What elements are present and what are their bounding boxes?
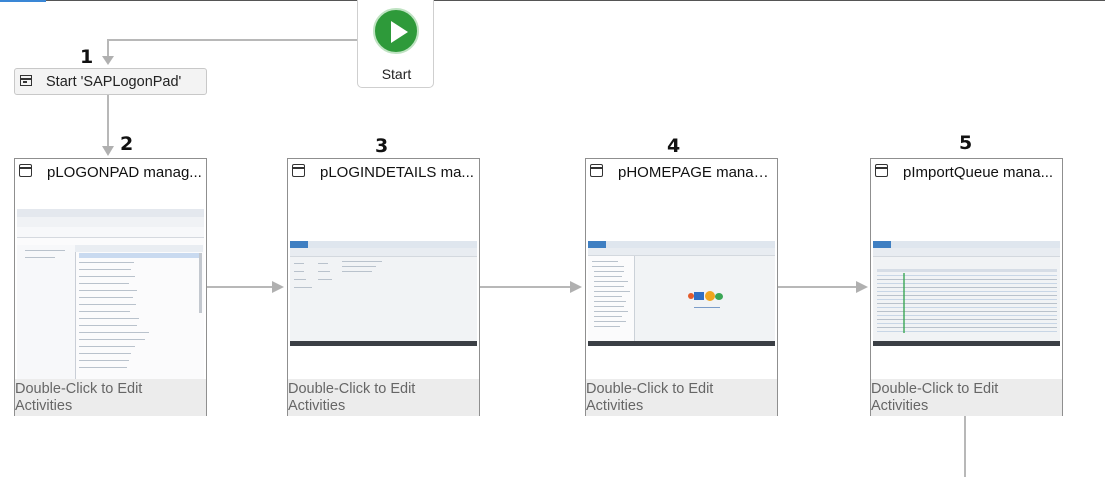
card-footer-line-2: Activities [871, 398, 929, 414]
sap-logo-icon [688, 291, 726, 302]
active-tab-indicator [0, 0, 46, 2]
logindetails-screenshot-thumbnail [290, 241, 477, 346]
card-preview [586, 187, 777, 379]
card-footer: Double-Click to Edit Activities [15, 379, 206, 416]
workflow-card-importqueue[interactable]: pImportQueue mana... Double [870, 158, 1063, 416]
start-label: Start [381, 66, 412, 82]
top-divider [0, 0, 1105, 1]
card-header: pImportQueue mana... [871, 159, 1062, 187]
card-footer-line-2: Activities [586, 398, 644, 414]
card-footer-line-1: Double-Click to Edit [586, 381, 714, 397]
logonpad-screenshot-thumbnail [17, 209, 204, 379]
card-header: pLOGINDETAILS ma... [288, 159, 479, 187]
card-footer: Double-Click to Edit Activities [586, 379, 777, 416]
application-window-icon [20, 75, 32, 86]
card-preview [288, 187, 479, 379]
workflow-card-homepage[interactable]: pHOMEPAGE manag... [585, 158, 778, 416]
card-footer-line-2: Activities [15, 398, 73, 414]
page-icon [19, 164, 32, 177]
card-title: pLOGINDETAILS ma... [320, 164, 474, 181]
card-footer-line-1: Double-Click to Edit [288, 381, 416, 397]
card-footer: Double-Click to Edit Activities [871, 379, 1062, 416]
workflow-card-logonpad[interactable]: pLOGONPAD manag... [14, 158, 207, 416]
card-preview [15, 187, 206, 379]
importqueue-screenshot-thumbnail [873, 241, 1060, 346]
card-title: pLOGONPAD manag... [47, 164, 202, 181]
step-number-1: 1 [80, 46, 94, 68]
page-icon [875, 164, 888, 177]
card-title: pHOMEPAGE manag... [618, 164, 773, 181]
card-header: pHOMEPAGE manag... [586, 159, 777, 187]
card-footer: Double-Click to Edit Activities [288, 379, 479, 416]
card-footer-line-1: Double-Click to Edit [15, 381, 143, 397]
step-number-4: 4 [667, 135, 681, 157]
step-number-2: 2 [120, 133, 134, 155]
step-number-5: 5 [959, 132, 973, 154]
step-number-3: 3 [375, 135, 389, 157]
play-icon [373, 8, 419, 54]
activity-start-saplogonpad[interactable]: Start 'SAPLogonPad' [14, 68, 207, 95]
card-footer-line-2: Activities [288, 398, 346, 414]
card-title: pImportQueue mana... [903, 164, 1054, 181]
page-icon [292, 164, 305, 177]
card-header: pLOGONPAD manag... [15, 159, 206, 187]
page-icon [590, 164, 603, 177]
workflow-card-logindetails[interactable]: pLOGINDETAILS ma... Double-Click to Edit… [287, 158, 480, 416]
card-footer-line-1: Double-Click to Edit [871, 381, 999, 397]
homepage-screenshot-thumbnail [588, 241, 775, 346]
activity-label: Start 'SAPLogonPad' [46, 74, 182, 90]
start-node[interactable]: Start [357, 0, 434, 88]
card-preview [871, 187, 1062, 379]
